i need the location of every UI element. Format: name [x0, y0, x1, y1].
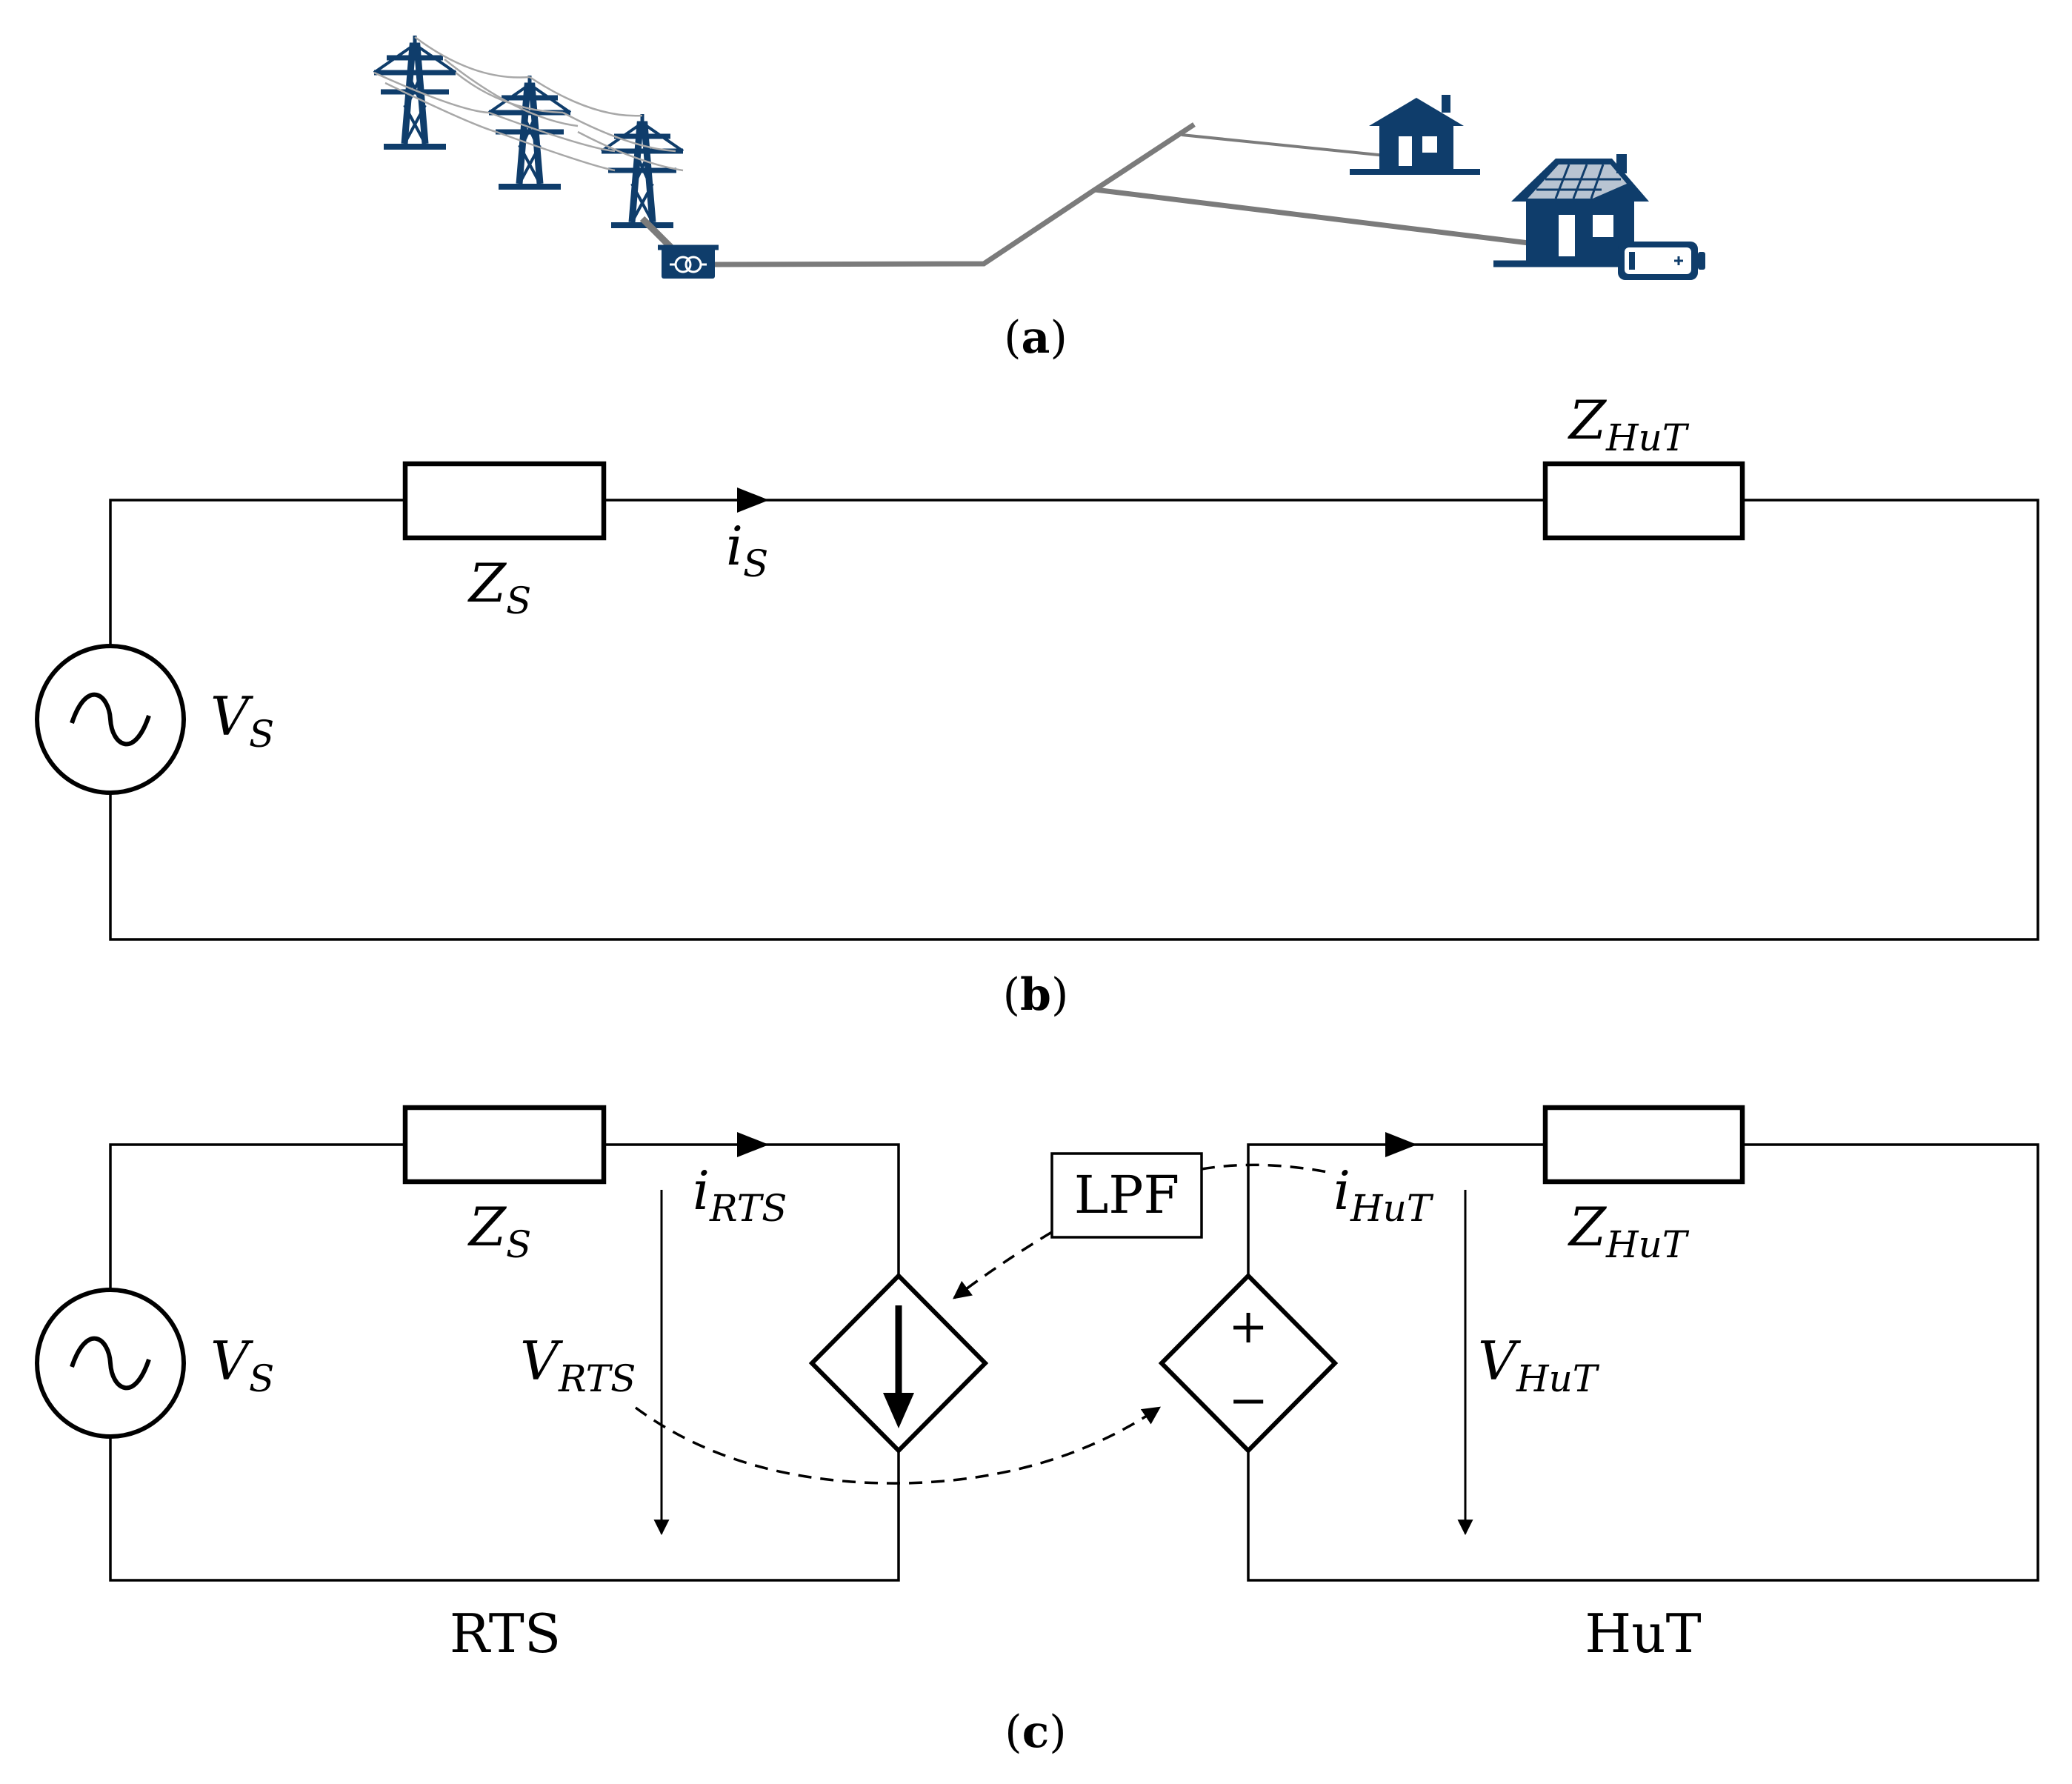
current-arrow	[737, 487, 769, 513]
current-arrow-hut	[1385, 1132, 1417, 1157]
resistor-zs	[402, 461, 607, 541]
dependent-current-source-icon	[808, 1272, 989, 1454]
label-zhut: ZHuT	[1568, 389, 1690, 459]
label-zs: ZS	[467, 552, 531, 622]
panel-b: ZS iS ZHuT VS (b)	[35, 389, 2039, 1021]
resistor-zhut	[1542, 461, 1745, 541]
ac-source-icon	[35, 1288, 186, 1439]
wire	[109, 1437, 900, 1582]
wire	[1247, 1143, 2039, 1582]
label-vrts: VRTS	[520, 1330, 636, 1400]
house-icon	[1350, 95, 1480, 175]
lpf-block	[1050, 1152, 1203, 1239]
dependent-voltage-source-icon: + −	[1158, 1272, 1339, 1454]
wire	[1247, 1143, 1545, 1276]
resistor-zs	[402, 1105, 607, 1185]
ac-source-icon	[35, 644, 186, 795]
solar-house-icon	[1493, 154, 1649, 267]
minus-sign: −	[1228, 1374, 1268, 1428]
label-zhut: ZHuT	[1568, 1196, 1690, 1266]
control-path-current	[1201, 1163, 1328, 1174]
label-hut: HuT	[1585, 1602, 1701, 1665]
current-arrow-rts	[737, 1132, 769, 1157]
wire	[109, 499, 2039, 941]
panel-c: + − LPF ZS iRTS VS VRTS iHuT ZHuT VHuT R…	[35, 1105, 2039, 1758]
label-rts: RTS	[450, 1602, 561, 1665]
caption-c: (c)	[1005, 1706, 1066, 1758]
label-zs: ZS	[467, 1196, 531, 1266]
label-irts: iRTS	[693, 1159, 787, 1230]
wire	[109, 499, 405, 645]
wire	[109, 1143, 405, 1289]
control-path-lpf	[953, 1231, 1053, 1299]
label-is: iS	[726, 515, 768, 585]
caption-b: (b)	[1003, 969, 1069, 1021]
plus-sign: +	[1228, 1299, 1268, 1354]
resistor-zhut	[1542, 1105, 1745, 1185]
panel-a: (a)	[374, 36, 1705, 364]
label-ihut: iHuT	[1333, 1159, 1434, 1230]
label-vs: VS	[210, 685, 274, 756]
caption-a: (a)	[1004, 312, 1067, 364]
label-vhut: VHuT	[1478, 1330, 1600, 1400]
control-path-voltage	[634, 1406, 1162, 1485]
wire	[604, 1143, 900, 1276]
service-line	[1181, 133, 1386, 157]
lpf-label: LPF	[1074, 1165, 1179, 1225]
label-vs: VS	[210, 1330, 274, 1400]
distribution-line	[714, 122, 1196, 267]
battery-icon	[1618, 242, 1705, 280]
service-line	[1094, 187, 1542, 247]
transformer-icon	[658, 244, 719, 279]
power-lines	[373, 36, 684, 172]
transmission-tower-icon	[489, 76, 570, 187]
